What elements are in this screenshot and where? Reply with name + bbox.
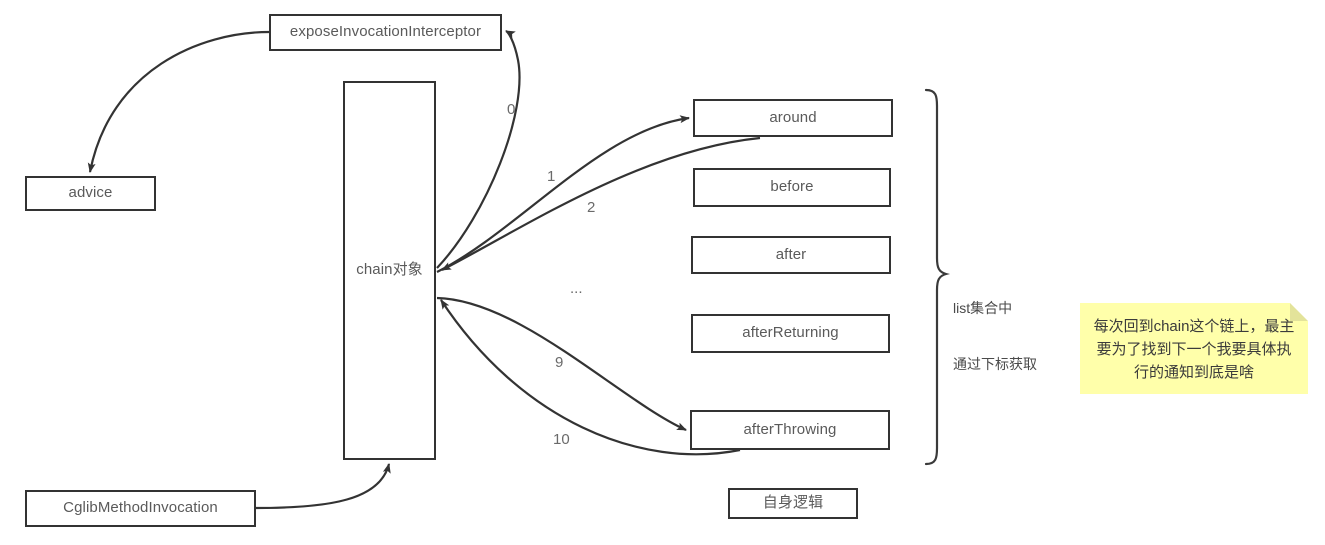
brace-annotation: list集合中 通过下标获取 bbox=[953, 261, 1037, 412]
edge-chain-to-around bbox=[436, 115, 690, 273]
sticky-note-body: 每次回到chain这个链上，最主要为了找到下一个我要具体执行的通知到底是啥 bbox=[1080, 303, 1308, 394]
node-around[interactable]: around bbox=[693, 99, 893, 137]
edge-label-index-1: 1 bbox=[547, 168, 556, 185]
brace-annotation-line-2: 通过下标获取 bbox=[953, 356, 1037, 373]
edge-cglib-to-chain bbox=[255, 463, 391, 510]
brace-annotation-line-1: list集合中 bbox=[953, 299, 1013, 316]
node-cglib-method-invocation[interactable]: CglibMethodInvocation bbox=[25, 490, 256, 527]
edge-label-index-2: 2 bbox=[587, 199, 596, 216]
node-label: around bbox=[769, 108, 817, 126]
node-label: afterThrowing bbox=[743, 420, 837, 438]
group-brace bbox=[924, 88, 950, 466]
node-advice[interactable]: advice bbox=[25, 176, 156, 211]
node-label: before bbox=[770, 178, 814, 196]
edge-label-index-10: 10 bbox=[553, 431, 570, 448]
edge-label-index-9: 9 bbox=[555, 354, 564, 371]
node-label: chain对象 bbox=[356, 261, 423, 279]
node-chain-object[interactable]: chain对象 bbox=[343, 81, 436, 460]
sticky-note-text: 每次回到chain这个链上，最主要为了找到下一个我要具体执行的通知到底是啥 bbox=[1093, 317, 1295, 382]
node-label: after bbox=[775, 245, 807, 263]
node-after-returning[interactable]: afterReturning bbox=[691, 314, 890, 353]
edge-label-ellipsis: ... bbox=[570, 280, 583, 297]
node-after[interactable]: after bbox=[691, 236, 891, 274]
node-expose-invocation-interceptor[interactable]: exposeInvocationInterceptor bbox=[269, 14, 502, 51]
sticky-note[interactable]: 每次回到chain这个链上，最主要为了找到下一个我要具体执行的通知到底是啥 bbox=[1080, 303, 1308, 394]
edge-expose-to-advice bbox=[87, 30, 270, 173]
node-label: CglibMethodInvocation bbox=[63, 499, 218, 517]
sticky-note-fold-corner-icon bbox=[1290, 303, 1308, 321]
node-label: exposeInvocationInterceptor bbox=[289, 23, 482, 41]
node-after-throwing[interactable]: afterThrowing bbox=[690, 410, 890, 450]
edge-chain-to-expose bbox=[436, 30, 521, 269]
node-label: afterReturning bbox=[742, 324, 839, 342]
node-label: 自身逻辑 bbox=[762, 494, 824, 512]
edge-label-index-0: 0 bbox=[507, 101, 516, 118]
node-label: advice bbox=[68, 184, 113, 202]
node-self-logic[interactable]: 自身逻辑 bbox=[728, 488, 858, 519]
node-before[interactable]: before bbox=[693, 168, 891, 207]
